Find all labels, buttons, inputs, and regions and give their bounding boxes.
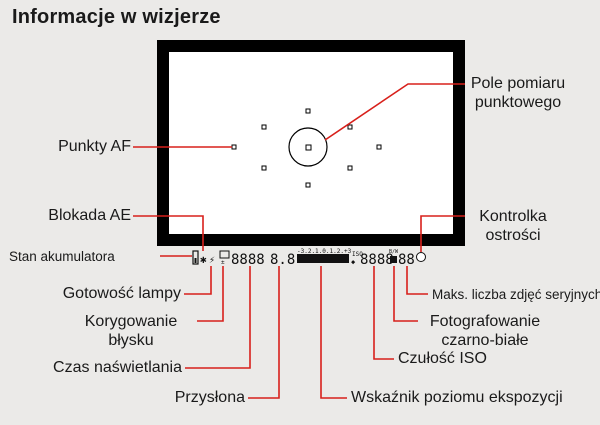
af-point (305, 108, 311, 114)
leader-iso (373, 266, 394, 360)
af-point (376, 144, 382, 150)
spot-metering-circle (288, 127, 328, 167)
burst-digits: 88 (398, 252, 415, 268)
leader-exposure (320, 266, 347, 399)
viewfinder-frame (157, 40, 465, 246)
af-point (261, 124, 267, 130)
label-af-points: Punkty AF (58, 138, 131, 155)
battery-icon (192, 250, 199, 265)
af-point (347, 165, 353, 171)
label-monochrome: Fotografowanie czarno-białe (429, 313, 541, 349)
leader-ae (133, 215, 204, 251)
label-ae-lock: Blokada AE (48, 207, 131, 224)
label-flash-comp: Korygowanie błysku (84, 313, 178, 349)
page-title: Informacje w wizjerze (12, 6, 221, 28)
af-point (305, 144, 312, 151)
iso-label: ISO (352, 251, 363, 258)
flash-comp-icon (219, 250, 230, 259)
leader-aperture (248, 266, 280, 399)
af-points (231, 108, 382, 188)
shutter-digits: 8888 (231, 252, 265, 268)
focus-confirm-icon (416, 252, 426, 262)
exposure-scale: -3.2.1.0.1.2.+3 (297, 248, 352, 263)
svg-text:◆: ◆ (351, 258, 356, 266)
label-iso: Czułość ISO (398, 350, 487, 367)
leader-flash-comp (197, 266, 224, 322)
label-shutter: Czas naświetlania (53, 359, 182, 376)
bw-label: B/W (389, 249, 399, 255)
af-point (261, 165, 267, 171)
iso-digits: 8888 (360, 252, 394, 268)
label-flash-ready: Gotowość lampy (62, 285, 181, 302)
leader-lines (133, 83, 465, 399)
lcd-strip: ✱ ⚡ ± 8888 8.8 -3.2.1.0.1.2.+3 ISO ◆ 888… (192, 248, 426, 268)
label-exposure-level: Wskaźnik poziomu ekspozycji (351, 389, 563, 406)
svg-text:±: ± (221, 259, 225, 266)
leader-flash-ready (184, 266, 212, 295)
leader-focus (420, 215, 465, 252)
af-point (305, 182, 311, 188)
leader-spot (324, 83, 465, 141)
ae-lock-icon: ✱ (200, 253, 207, 266)
aperture-digits: 8.8 (270, 252, 295, 268)
leader-shutter (185, 266, 251, 369)
af-point (231, 144, 237, 150)
leader-bw (393, 266, 418, 322)
label-focus-confirm: Kontrolka ostrości (479, 208, 547, 244)
svg-text:-3.2.1.0.1.2.+3: -3.2.1.0.1.2.+3 (297, 248, 352, 255)
label-spot-metering: Pole pomiaru punktowego (470, 75, 566, 111)
label-battery: Stan akumulatora (9, 249, 115, 264)
af-point (347, 124, 353, 130)
leader-burst (406, 266, 428, 295)
label-aperture: Przysłona (174, 389, 245, 406)
bw-icon (390, 256, 397, 263)
label-max-burst: Maks. liczba zdjęć seryjnych (432, 287, 600, 302)
flash-ready-icon: ⚡ (209, 255, 215, 266)
